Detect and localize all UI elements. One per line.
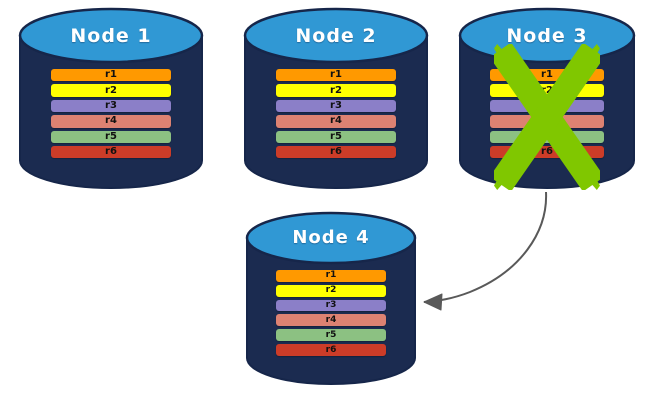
data-row[interactable]: r6 <box>276 146 396 159</box>
data-row-label: r1 <box>325 270 337 281</box>
data-row-label: r3 <box>541 100 553 112</box>
data-row-label: r6 <box>541 146 553 158</box>
node-row-list-3: r1 r2 r3 r4 r5 r6 <box>458 69 636 159</box>
data-row-label: r4 <box>325 314 337 325</box>
data-row-label: r5 <box>325 329 337 340</box>
data-row[interactable]: r1 <box>490 69 604 82</box>
failover-arrow-head <box>423 293 443 311</box>
data-row-label: r5 <box>541 130 553 142</box>
data-row-label: r3 <box>105 100 117 112</box>
data-row-label: r5 <box>105 130 117 142</box>
data-row-label: r2 <box>330 84 342 96</box>
data-row[interactable]: r3 <box>276 99 396 113</box>
data-row-label: r6 <box>330 146 342 158</box>
data-row[interactable]: r1 <box>276 270 386 282</box>
data-row[interactable]: r5 <box>51 130 171 144</box>
cylinder-top-ellipse <box>458 7 636 64</box>
data-row-label: r1 <box>541 69 553 81</box>
data-row-label: r4 <box>105 115 117 127</box>
data-row-label: r4 <box>330 115 342 127</box>
data-row[interactable]: r2 <box>51 84 171 97</box>
data-row[interactable]: r4 <box>490 115 604 128</box>
data-row-label: r3 <box>330 100 342 112</box>
data-row-label: r4 <box>541 115 553 127</box>
data-row[interactable]: r2 <box>276 284 386 297</box>
data-row[interactable]: r3 <box>490 99 604 113</box>
data-row[interactable]: r6 <box>51 146 171 159</box>
data-row[interactable]: r2 <box>490 84 604 97</box>
node-row-list-4: r1 r2 r3 r4 r5 r6 <box>245 270 417 356</box>
data-row[interactable]: r3 <box>276 299 386 312</box>
data-row[interactable]: r1 <box>276 69 396 82</box>
data-row-label: r3 <box>325 300 337 311</box>
data-row[interactable]: r1 <box>51 69 171 82</box>
data-row-label: r2 <box>325 285 337 296</box>
data-row[interactable]: r4 <box>51 115 171 128</box>
data-row-label: r6 <box>105 146 117 158</box>
data-row-label: r1 <box>330 69 342 81</box>
cylinder-top-ellipse <box>245 211 417 265</box>
node-row-list-1: r1 r2 r3 r4 r5 r6 <box>18 69 204 159</box>
data-row[interactable]: r5 <box>490 130 604 144</box>
data-row-label: r6 <box>325 344 337 355</box>
node-row-list-2: r1 r2 r3 r4 r5 r6 <box>243 69 429 159</box>
data-row[interactable]: r6 <box>490 146 604 159</box>
failover-arrow-line <box>423 191 548 303</box>
data-row[interactable]: r6 <box>276 344 386 356</box>
data-row[interactable]: r3 <box>51 99 171 113</box>
data-row-label: r2 <box>105 84 117 96</box>
cylinder-top-ellipse <box>18 7 204 64</box>
data-row-label: r5 <box>330 130 342 142</box>
data-row[interactable]: r5 <box>276 130 396 144</box>
data-row[interactable]: r5 <box>276 329 386 342</box>
data-row[interactable]: r2 <box>276 84 396 97</box>
data-row-label: r1 <box>105 69 117 81</box>
cylinder-top-ellipse <box>243 7 429 64</box>
data-row[interactable]: r4 <box>276 314 386 327</box>
data-row-label: r2 <box>541 84 553 96</box>
data-row[interactable]: r4 <box>276 115 396 128</box>
